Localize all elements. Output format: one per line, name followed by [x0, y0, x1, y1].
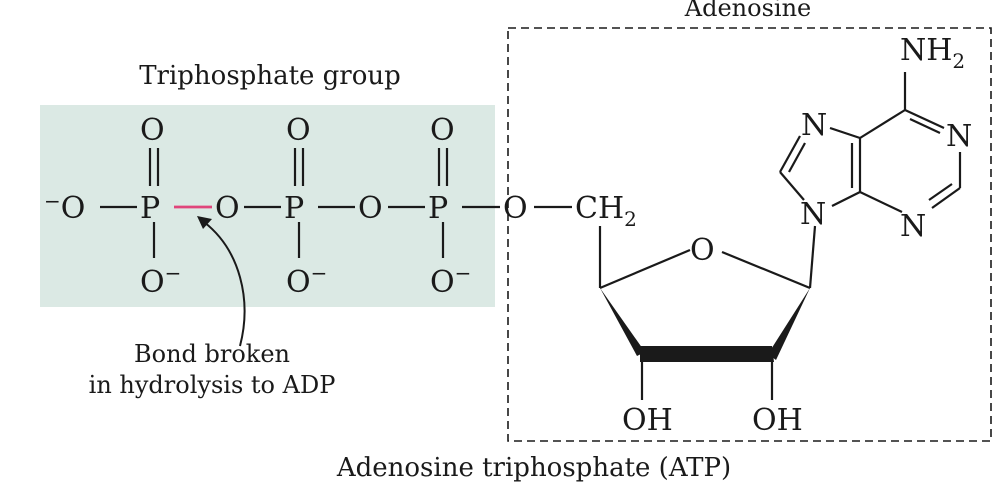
- amino-group: NH2: [900, 33, 965, 73]
- phosphorus-1: P: [140, 191, 160, 226]
- bridge-oxygen-2: O: [358, 191, 383, 226]
- wedge-c2-c1: [768, 288, 810, 360]
- bond-ring-o-c1: [721, 250, 811, 290]
- bond-c6-n1-a: [904, 109, 945, 129]
- bond-broken-label-line1: Bond broken: [134, 340, 290, 368]
- bond-c8-n7-a: [779, 135, 801, 173]
- adenosine-label: Adenosine: [684, 0, 811, 22]
- adenine-n7: N: [801, 108, 827, 143]
- hydroxyl-2: OH: [752, 403, 803, 438]
- bond-n7-c5: [829, 126, 861, 140]
- hydroxyl-3: OH: [622, 403, 673, 438]
- oxygen-top-2: O: [286, 113, 311, 148]
- oxygen-top-3: O: [430, 113, 455, 148]
- caption: Adenosine triphosphate (ATP): [336, 453, 731, 483]
- adenine-n9: N: [800, 197, 826, 232]
- bond-n3-c4: [859, 191, 903, 213]
- bond-c4-ring-o: [599, 248, 691, 290]
- ch2-group: CH2: [575, 191, 637, 231]
- bond-c5-c6: [859, 109, 906, 139]
- bridge-oxygen-1: O: [215, 191, 240, 226]
- terminal-oxygen-minus: −O: [44, 189, 85, 226]
- hydrolysis-arrowhead: [197, 216, 212, 229]
- oxygen-bottom-1: O−: [140, 261, 181, 300]
- wedge-c4-c3: [600, 288, 645, 356]
- ester-oxygen: O: [503, 191, 528, 226]
- adenine-n3: N: [900, 209, 926, 244]
- phosphorus-2: P: [284, 191, 304, 226]
- hydrolysis-arrow: [203, 221, 246, 347]
- triphosphate-group-label: Triphosphate group: [139, 61, 401, 91]
- oxygen-bottom-2: O−: [286, 261, 327, 300]
- bond-c4-n9: [831, 191, 861, 207]
- bond-broken-label-line2: in hydrolysis to ADP: [89, 371, 336, 399]
- bond-n9-c8: [779, 171, 805, 201]
- bond-c2-n3-b: [928, 183, 953, 201]
- bond-c6-n1-b: [909, 118, 941, 134]
- wedge-c3-c2: [640, 346, 774, 362]
- oxygen-bottom-3: O−: [430, 261, 471, 300]
- phosphorus-3: P: [428, 191, 448, 226]
- bond-c8-n7-b: [788, 142, 806, 173]
- bond-c2-n3-a: [931, 187, 961, 209]
- oxygen-top-1: O: [140, 113, 165, 148]
- glycosidic-bond: [808, 225, 817, 289]
- adenosine-box: [507, 27, 992, 442]
- ring-oxygen: O: [690, 233, 715, 268]
- adenine-n1: N: [946, 119, 972, 154]
